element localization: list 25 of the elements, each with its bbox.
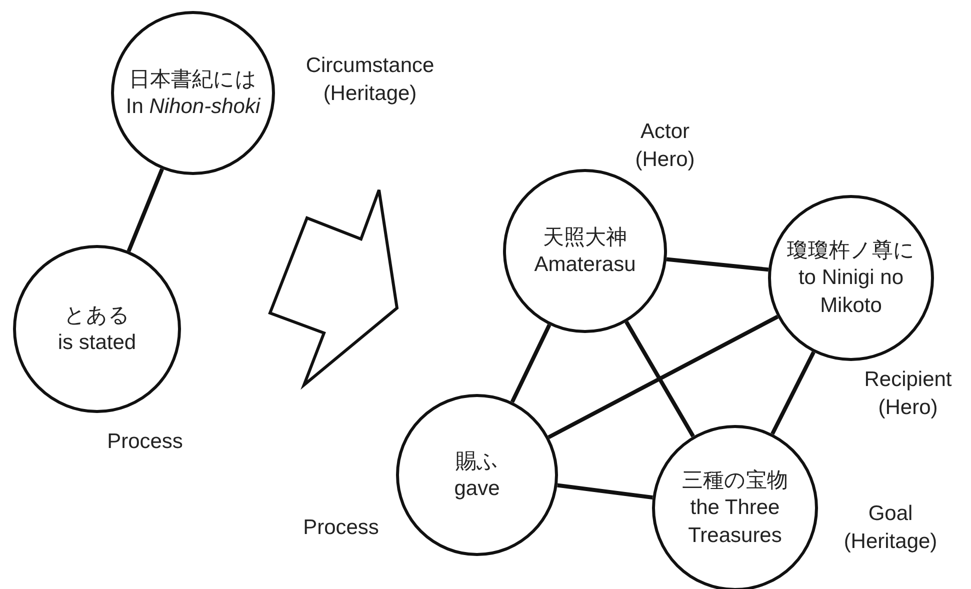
role-label: Circumstance (Heritage)	[304, 53, 436, 108]
connector-line	[666, 257, 769, 272]
connector-line	[624, 320, 695, 438]
english-text: is stated	[58, 330, 136, 356]
japanese-text: 天照大神	[543, 224, 627, 251]
english-text: gave	[454, 476, 500, 502]
role-label: Process	[302, 515, 380, 541]
english-text: Amaterasu	[534, 252, 636, 278]
japanese-text: 瓊瓊杵ノ尊に	[787, 238, 915, 264]
connector-line	[510, 324, 552, 403]
role-label: Recipient (Hero)	[863, 367, 953, 422]
english-text: In Nihon-shoki	[126, 94, 260, 120]
english-text: to Ninigi no Mikoto	[797, 265, 905, 319]
connector-line	[126, 168, 164, 252]
role-label: Actor (Hero)	[634, 119, 696, 174]
japanese-text: とある	[64, 302, 130, 329]
japanese-text: 三種の宝物	[682, 468, 788, 494]
connector-line	[557, 483, 653, 500]
english-text: the Three Treasures	[687, 495, 783, 549]
connector-line	[770, 351, 816, 435]
role-label: Goal (Heritage)	[842, 501, 938, 556]
connector-line	[548, 314, 778, 440]
japanese-text: 賜ふ	[456, 448, 498, 475]
role-label: Process	[106, 429, 184, 455]
japanese-text: 日本書紀には	[129, 66, 257, 93]
